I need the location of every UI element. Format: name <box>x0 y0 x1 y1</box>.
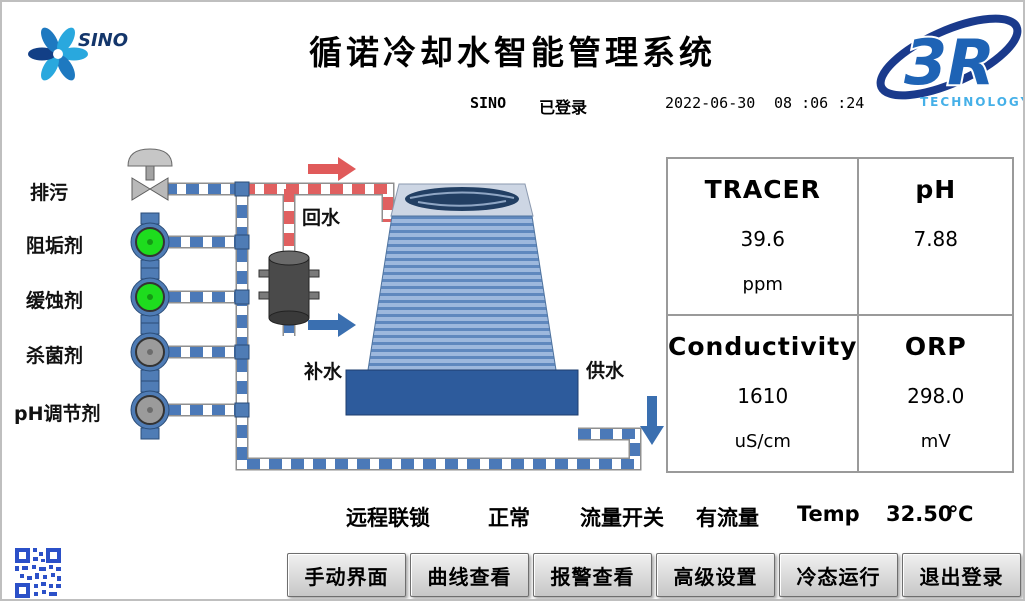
flow-switch-label: 流量开关 <box>580 506 664 530</box>
label-corrosion-inhibitor: 缓蚀剂 <box>26 290 84 312</box>
measurement-value: 298.0 <box>907 384 965 408</box>
measurement-unit: ppm <box>742 274 783 295</box>
date-text: 2022-06-30 <box>665 94 756 112</box>
manual-screen-button[interactable]: 手动界面 <box>287 553 406 597</box>
pump-indicator <box>135 395 165 425</box>
filter-vessel[interactable] <box>258 250 320 326</box>
3r-technology-logo: 3R TECHNOLOGY <box>876 14 1025 109</box>
page-title: 循诺冷却水智能管理系统 <box>309 33 716 72</box>
3r-swoosh-icon <box>876 14 1022 100</box>
measurement-ph: pH 7.88 <box>858 158 1013 315</box>
logout-button[interactable]: 退出登录 <box>902 553 1021 597</box>
temp-value: 32.50 <box>886 502 953 526</box>
label-makeup-water: 补水 <box>304 361 343 383</box>
measurement-name: TRACER <box>704 175 821 204</box>
sino-logo: SINO <box>28 27 128 81</box>
advanced-settings-button[interactable]: 高级设置 <box>656 553 775 597</box>
temp-unit: ℃ <box>948 502 974 526</box>
measurement-value: 7.88 <box>913 227 958 251</box>
label-supply-water: 供水 <box>586 360 625 382</box>
flow-switch-value: 有流量 <box>696 506 759 530</box>
tower-basin <box>345 369 579 416</box>
return-pipe <box>242 184 393 252</box>
remote-interlock-value: 正常 <box>488 506 530 530</box>
pump-indicator <box>135 337 165 367</box>
blowdown-valve[interactable] <box>127 148 173 201</box>
measurement-orp: ORP 298.0 mV <box>858 315 1013 472</box>
measurement-unit: mV <box>920 431 951 452</box>
time-text: 08 :06 :24 <box>774 94 865 112</box>
measurement-name: ORP <box>904 332 967 361</box>
temp-label: Temp <box>797 502 860 526</box>
sino-logo-text: SINO <box>78 30 128 51</box>
measurement-tracer: TRACER 39.6 ppm <box>667 158 859 315</box>
curve-view-button[interactable]: 曲线查看 <box>410 553 529 597</box>
pump-scale-inhibitor[interactable] <box>130 212 170 272</box>
logged-in-user: SINO <box>470 94 507 112</box>
label-return-water: 回水 <box>302 207 341 229</box>
pump-corrosion-inhibitor[interactable] <box>130 267 170 327</box>
label-ph-regulator: pH调节剂 <box>14 403 101 425</box>
measurement-panel: TRACER 39.6 ppm pH 7.88 Conductivity 161… <box>666 157 1014 473</box>
cold-run-button[interactable]: 冷态运行 <box>779 553 898 597</box>
pump-indicator <box>135 282 165 312</box>
label-scale-inhibitor: 阻垢剂 <box>26 235 84 257</box>
measurement-unit: uS/cm <box>734 431 791 452</box>
pipe-flanges <box>234 181 250 418</box>
return-flow-arrow-icon <box>308 157 356 181</box>
3r-logo-text: 3R <box>904 26 995 99</box>
measurement-name: Conductivity <box>668 332 858 361</box>
remote-interlock-label: 远程联锁 <box>346 506 430 530</box>
login-status: 已登录 <box>539 98 588 117</box>
alarm-view-button[interactable]: 报警查看 <box>533 553 652 597</box>
label-blowdown: 排污 <box>30 182 69 204</box>
sino-pinwheel-icon <box>28 27 88 81</box>
cooling-tower <box>345 183 579 416</box>
measurement-value: 1610 <box>737 384 789 408</box>
qr-code-icon <box>15 548 61 598</box>
process-diagram <box>127 148 664 471</box>
pump-ph-regulator[interactable] <box>130 380 170 440</box>
pump-indicator <box>135 227 165 257</box>
measurement-name: pH <box>915 175 957 204</box>
measurement-value: 39.6 <box>740 227 785 251</box>
tower-fan-icon <box>405 187 519 211</box>
makeup-flow-arrow-icon <box>308 313 356 337</box>
measurement-conductivity: Conductivity 1610 uS/cm <box>667 315 859 472</box>
pump-biocide[interactable] <box>130 322 170 382</box>
supply-flow-arrow-icon <box>640 396 664 445</box>
label-biocide: 杀菌剂 <box>26 345 84 367</box>
3r-logo-subtext: TECHNOLOGY <box>920 95 1025 109</box>
